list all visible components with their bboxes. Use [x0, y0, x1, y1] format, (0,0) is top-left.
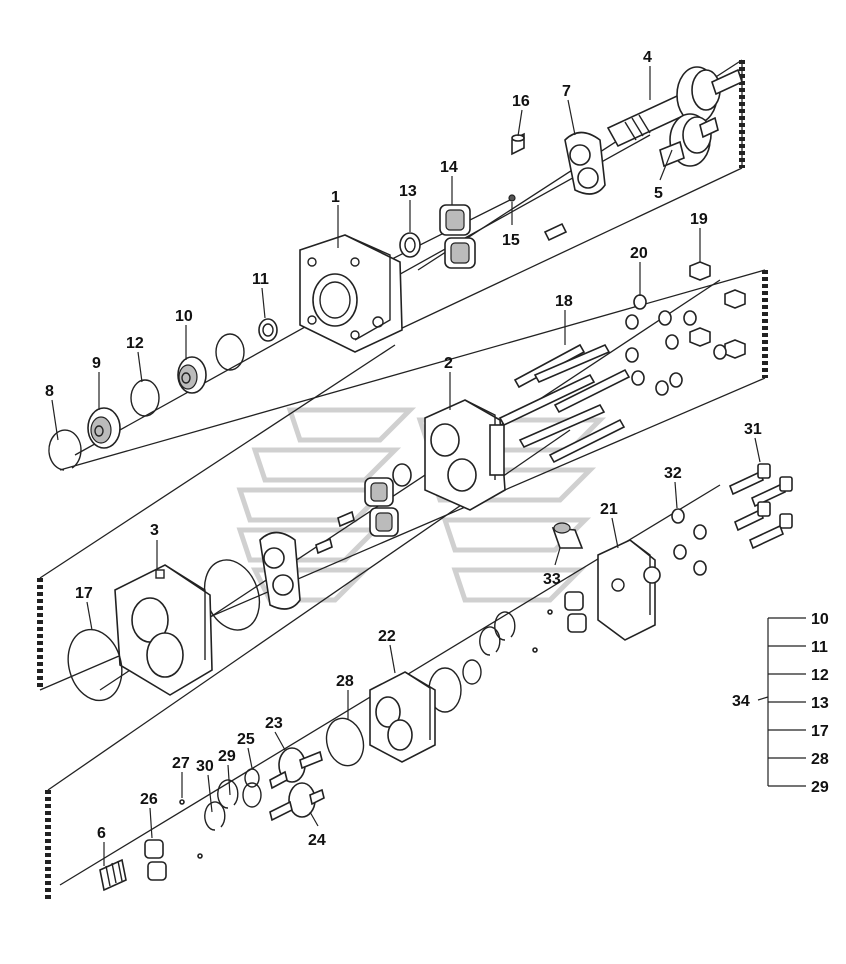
kit-34-bracket: 34 10 11 12 13 17 28 29 — [732, 611, 829, 796]
callout-19: 19 — [690, 211, 708, 228]
part-1-front-housing — [299, 234, 403, 353]
part-7-wear-plate — [564, 131, 606, 195]
part-19-nuts — [689, 261, 746, 359]
part-6-splined-shaft — [99, 858, 127, 892]
wear-plate-middle — [259, 531, 301, 610]
kit-member-12: 12 — [811, 667, 829, 684]
callout-2: 2 — [444, 355, 453, 372]
callout-20: 20 — [630, 245, 648, 262]
part-9-bearing — [87, 407, 121, 449]
retaining-rings — [428, 611, 516, 713]
bushings-rear — [532, 591, 587, 653]
part-24-gear — [269, 782, 325, 822]
callout-4: 4 — [643, 49, 652, 66]
part-3-gear-housing — [114, 564, 213, 696]
callout-8: 8 — [45, 383, 54, 400]
part-13-seal-ring — [399, 232, 421, 258]
part-5-driven-gear — [659, 113, 719, 168]
callout-14: 14 — [440, 159, 458, 176]
kit-member-10: 10 — [811, 611, 829, 628]
part-25-ring — [242, 768, 262, 808]
bearing-set-middle — [364, 463, 412, 537]
part-15-pin — [508, 194, 568, 242]
callout-numbers: 1 2 3 4 5 6 7 8 9 10 11 12 13 14 15 16 1… — [45, 49, 762, 849]
callout-11: 11 — [252, 271, 269, 288]
kit-member-11: 11 — [811, 639, 828, 656]
part-10-bearing — [177, 356, 207, 394]
part-32-washers — [671, 508, 707, 576]
part-4-drive-shaft — [606, 66, 743, 148]
part-18-studs — [498, 343, 631, 464]
callout-29: 29 — [218, 748, 236, 765]
part-2-center-body — [424, 399, 506, 511]
callout-12: 12 — [126, 335, 144, 352]
kit-member-28: 28 — [811, 751, 829, 768]
callout-28: 28 — [336, 673, 354, 690]
part-12-o-ring — [130, 379, 160, 417]
part-23-gear-shaft — [269, 747, 323, 790]
callout-33: 33 — [543, 571, 561, 588]
part-17-o-ring — [67, 628, 123, 702]
callout-7: 7 — [562, 83, 571, 100]
callout-23: 23 — [265, 715, 283, 732]
part-33-fitting — [551, 522, 584, 549]
callout-9: 9 — [92, 355, 101, 372]
callout-30: 30 — [196, 758, 214, 775]
callout-24: 24 — [308, 832, 326, 849]
callout-15: 15 — [502, 232, 520, 249]
callout-3: 3 — [150, 522, 159, 539]
callout-13: 13 — [399, 183, 417, 200]
leader-lines — [51, 66, 761, 866]
part-31-bolts — [728, 463, 793, 550]
part-8-snap-ring — [48, 429, 82, 471]
part-14-bearings — [439, 204, 476, 269]
callout-27: 27 — [172, 755, 190, 772]
callout-22: 22 — [378, 628, 396, 645]
kit-34-label: 34 — [732, 693, 750, 710]
callout-16: 16 — [512, 93, 530, 110]
kit-member-17: 17 — [811, 723, 829, 740]
callout-18: 18 — [555, 293, 573, 310]
callout-32: 32 — [664, 465, 682, 482]
callout-6: 6 — [97, 825, 106, 842]
callout-17: 17 — [75, 585, 93, 602]
kit-member-29: 29 — [811, 779, 829, 796]
callout-26: 26 — [140, 791, 158, 808]
part-26-bushings — [144, 839, 167, 881]
callout-25: 25 — [237, 731, 255, 748]
dowel-pins-middle — [315, 510, 355, 555]
callout-21: 21 — [600, 501, 618, 518]
callout-1: 1 — [331, 189, 340, 206]
part-28-o-ring — [325, 717, 365, 767]
callout-5: 5 — [654, 185, 663, 202]
part-27-pins — [179, 799, 203, 859]
part-16-dowel-pin — [511, 132, 525, 156]
kit-member-13: 13 — [811, 695, 829, 712]
part-20-washers — [625, 294, 727, 396]
part-22-adapter-housing — [369, 671, 436, 763]
callout-10: 10 — [175, 308, 193, 325]
part-21-rear-cover — [597, 539, 661, 641]
part-11-seal — [258, 318, 278, 342]
o-ring-upper — [215, 333, 245, 371]
callout-31: 31 — [744, 421, 762, 438]
